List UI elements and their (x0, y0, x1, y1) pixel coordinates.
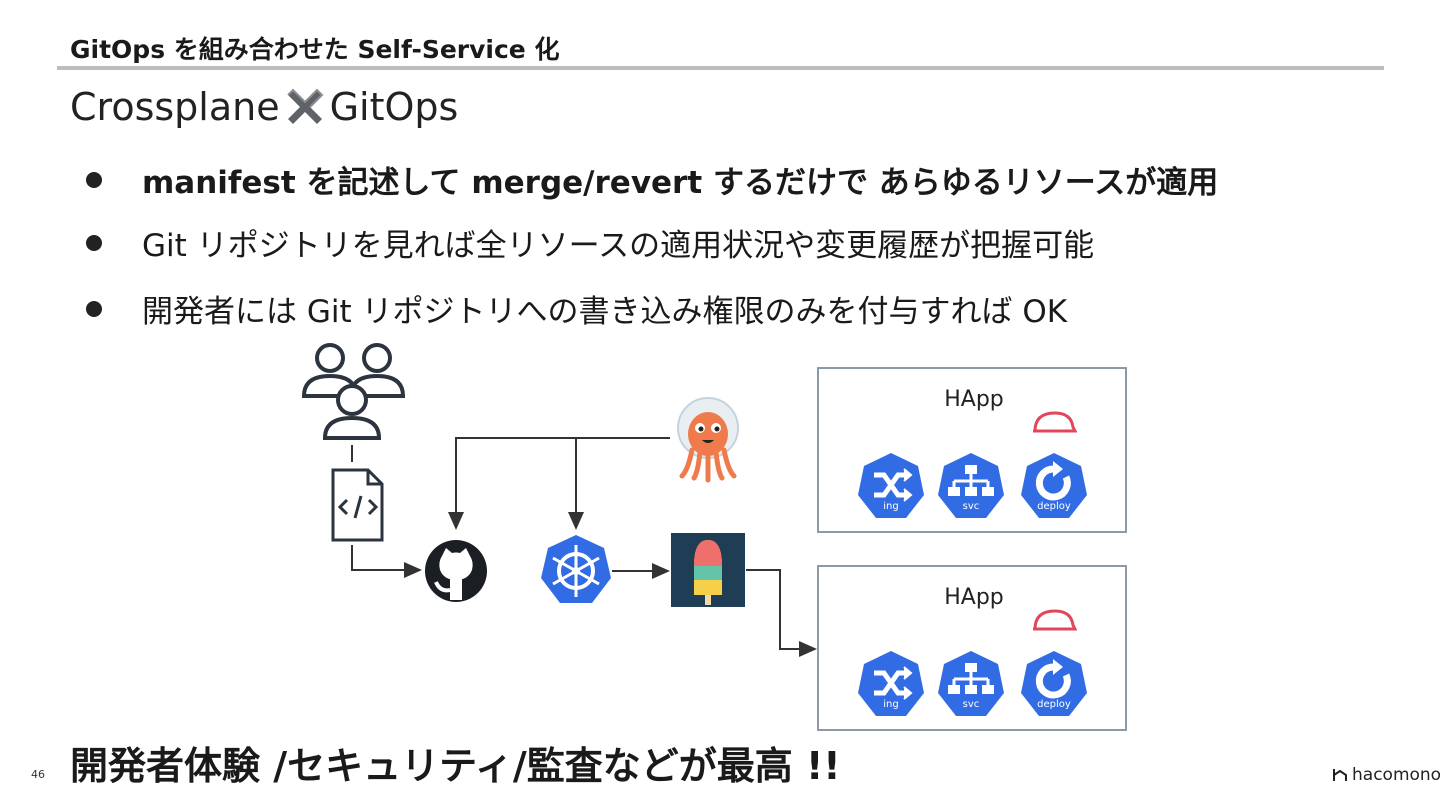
resource-label: deploy (1037, 501, 1071, 512)
bullet-dot (86, 234, 102, 251)
helmet-icon (1033, 609, 1077, 631)
heavy-x-icon (282, 84, 328, 130)
resource-label: ing (883, 699, 899, 710)
bullet-dot (86, 300, 102, 317)
subtitle-right: GitOps (329, 85, 459, 129)
ingress-icon: ing (856, 451, 926, 521)
deploy-icon: deploy (1019, 451, 1089, 521)
code-file-icon (331, 468, 384, 542)
bullet-text: Git リポジトリを見れば全リソースの適用状況や変更履歴が把握可能 (142, 228, 1095, 264)
argo-cd-icon (677, 397, 739, 483)
kubernetes-icon (541, 535, 611, 603)
resource-label: svc (962, 699, 980, 710)
subtitle-left: Crossplane (70, 85, 280, 129)
bullet-text: 開発者には Git リポジトリへの書き込み権限のみを付与すれば OK (142, 294, 1068, 330)
crossplane-icon (671, 533, 745, 607)
resource-label: deploy (1037, 699, 1071, 710)
happ-box: HApp ing svc deploy (817, 565, 1127, 731)
connector-arrow (448, 437, 670, 530)
bullet-text: manifest を記述して merge/revert するだけで あらゆるリソ… (142, 165, 1219, 201)
company-logo: hacomono (1332, 765, 1440, 785)
page-number: 46 (31, 768, 45, 781)
happ-label: HApp (944, 585, 1004, 610)
bullet-dot (86, 171, 102, 188)
service-icon: svc (936, 451, 1006, 521)
resource-label: svc (962, 501, 980, 512)
header-divider (57, 66, 1384, 70)
bullet-item: manifest を記述して merge/revert するだけで あらゆるリソ… (86, 157, 1218, 202)
slide-section-title: GitOps を組み合わせた Self-Service 化 (70, 35, 560, 64)
users-icon (301, 343, 406, 440)
slide-subtitle: Crossplane GitOps (70, 84, 458, 130)
helmet-icon (1033, 411, 1077, 433)
resource-label: ing (883, 501, 899, 512)
bullet-item: 開発者には Git リポジトリへの書き込み権限のみを付与すれば OK (86, 286, 1067, 331)
github-icon (425, 540, 487, 602)
logo-text: hacomono (1352, 765, 1440, 785)
service-icon: svc (936, 649, 1006, 719)
deploy-icon: deploy (1019, 649, 1089, 719)
connector-arrow (351, 545, 422, 578)
footer-message: 開発者体験 /セキュリティ/監査などが最高 !! (70, 744, 841, 788)
happ-box: HApp ing svc deploy (817, 367, 1127, 533)
connector-arrow (746, 569, 817, 657)
ingress-icon: ing (856, 649, 926, 719)
bullet-item: Git リポジトリを見れば全リソースの適用状況や変更履歴が把握可能 (86, 220, 1094, 265)
hacomono-logo-icon (1333, 769, 1347, 781)
happ-label: HApp (944, 387, 1004, 412)
